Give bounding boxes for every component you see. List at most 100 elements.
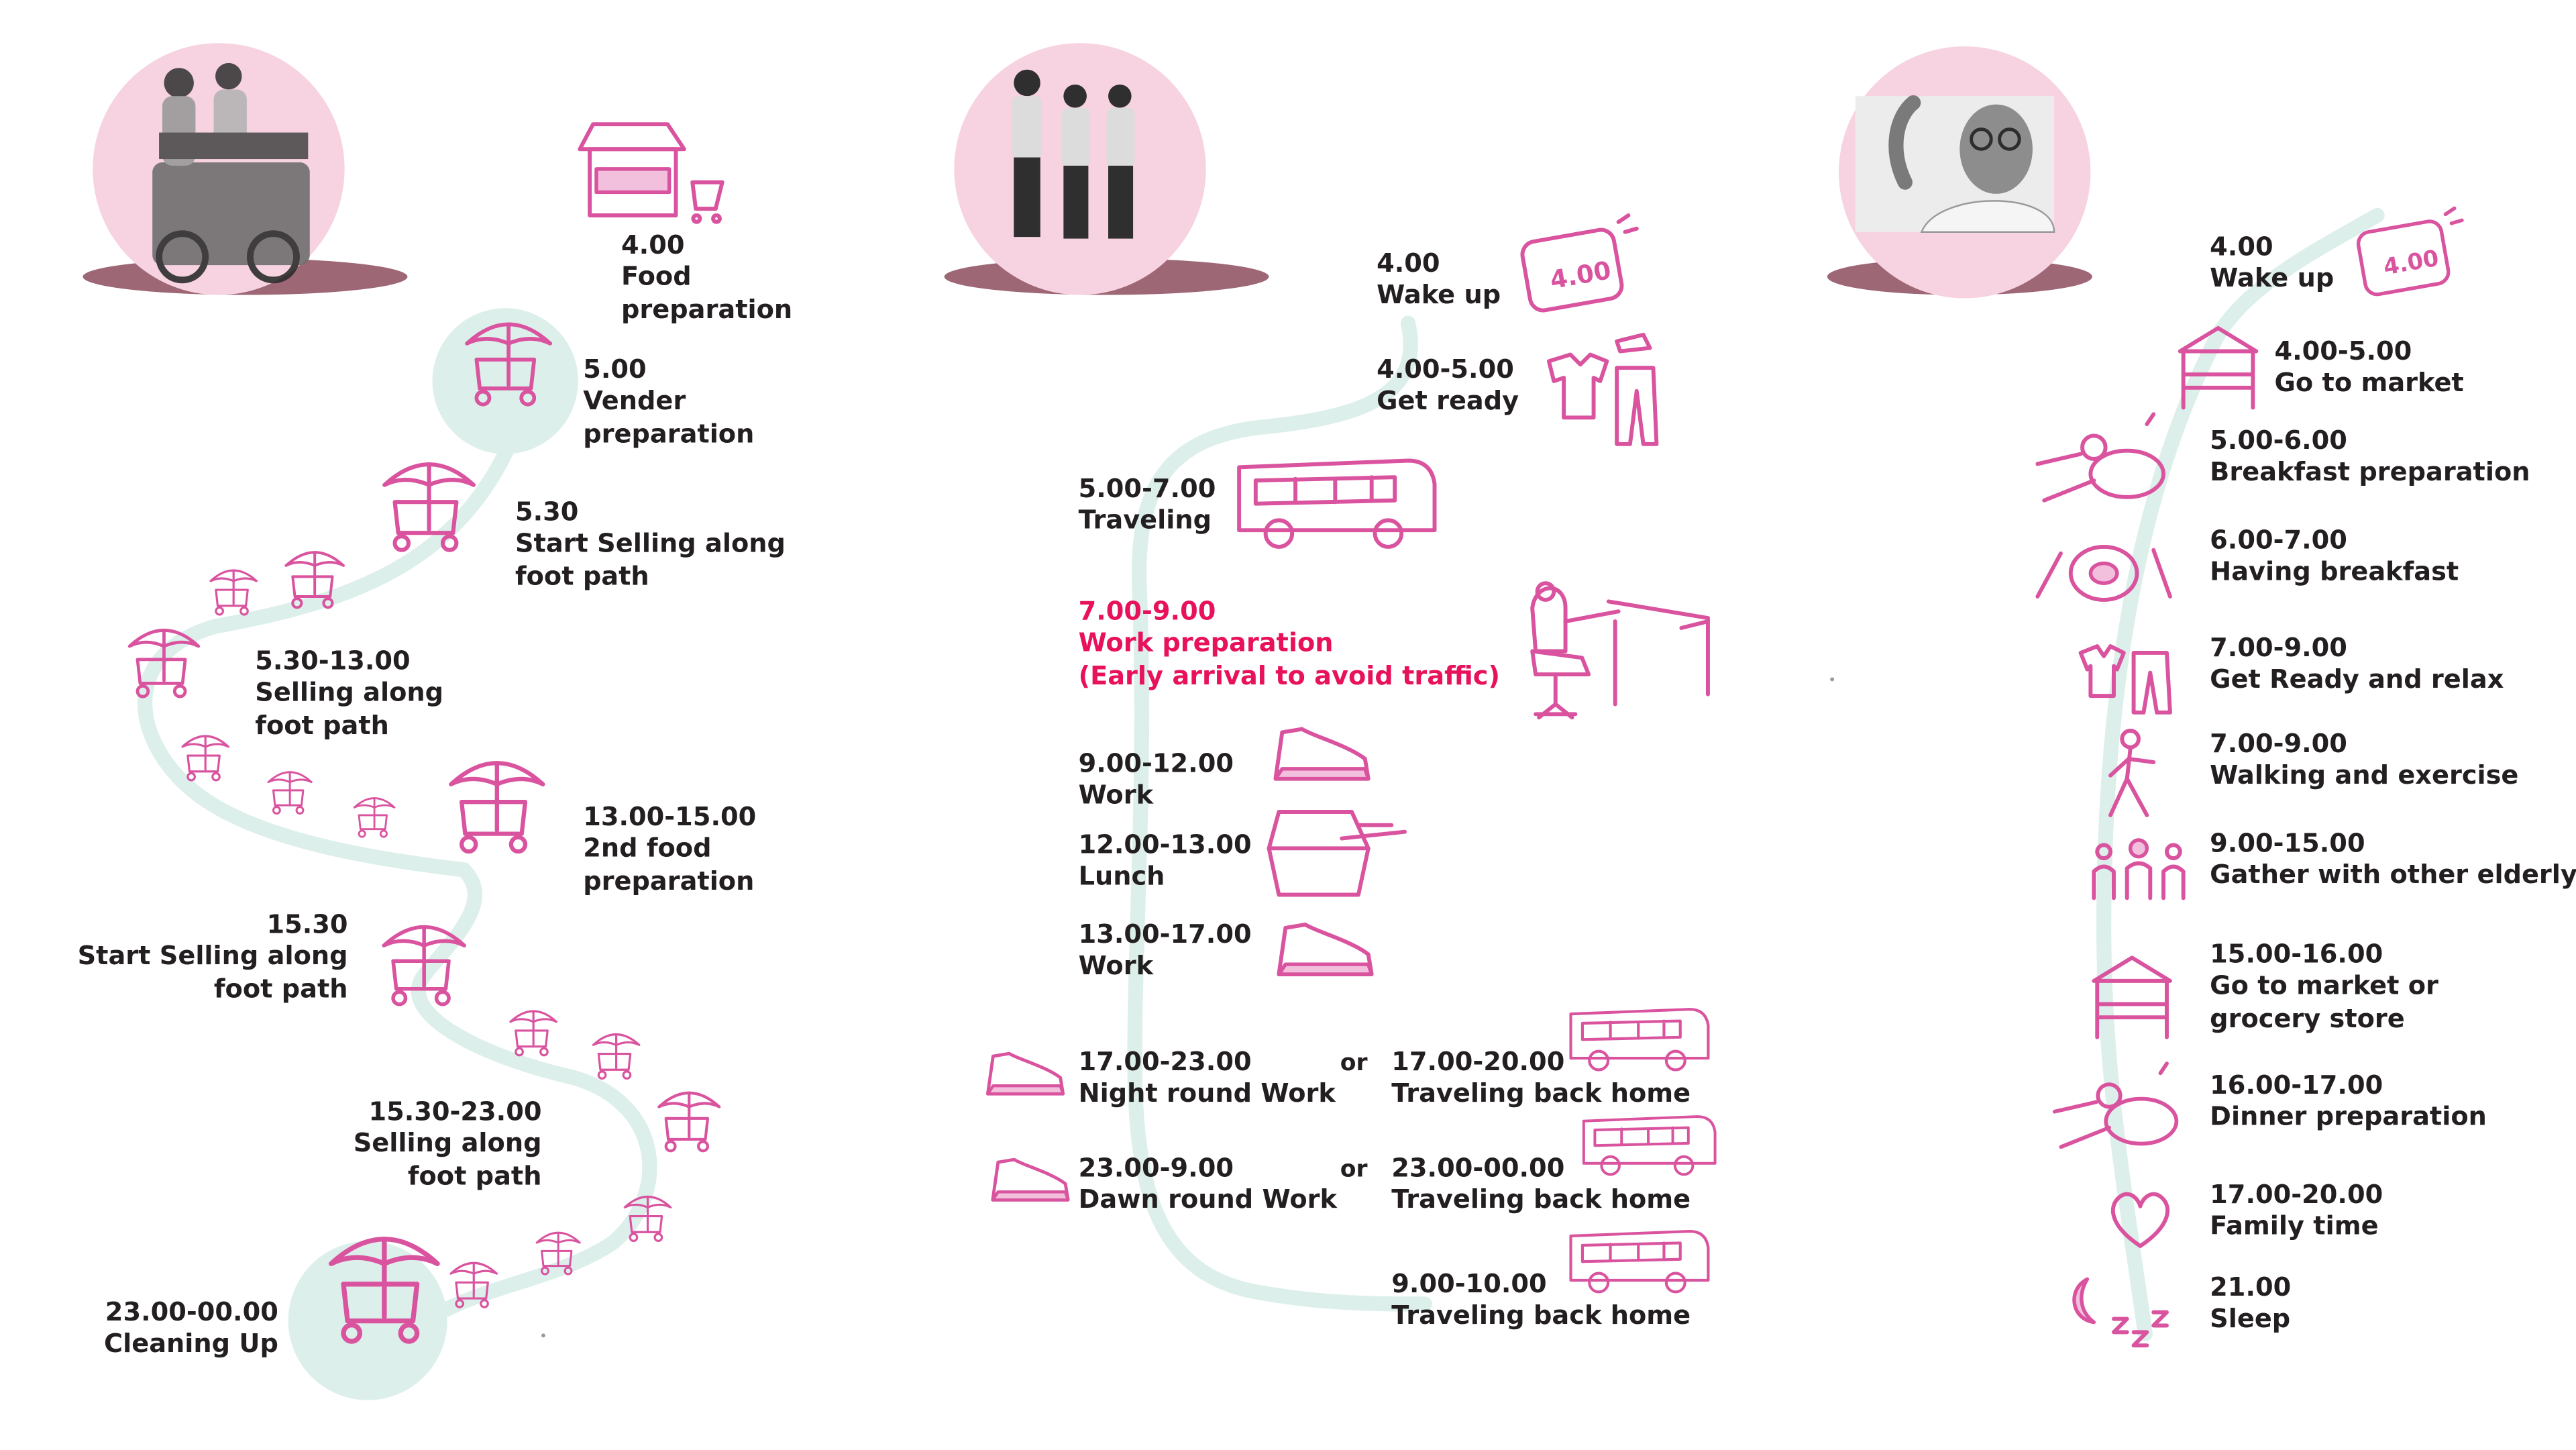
vendor-step-8-time: 23.00-00.00 <box>105 1297 278 1327</box>
elder-step-10-label: Family time <box>2210 1211 2379 1241</box>
cart-umbrella-icon <box>460 311 556 407</box>
cart-umbrella-icon <box>124 620 204 700</box>
guard-alt-2-or: or <box>1340 1156 1368 1184</box>
guard-alt-2-work-time: 23.00-9.00 <box>1078 1153 1234 1184</box>
guard-step-3-label: Traveling <box>1078 505 1212 535</box>
cart-umbrella-icon <box>654 1084 724 1153</box>
cart-umbrella-icon <box>378 915 470 1007</box>
guard-cap-icon <box>1269 723 1375 786</box>
alarm-clock-text: 4.00 <box>2381 245 2440 280</box>
market-stall-icon <box>2084 951 2180 1043</box>
elder-step-11-label: Sleep <box>2210 1304 2291 1334</box>
guard-step-1-label: Wake up <box>1377 280 1501 310</box>
elder-step-4-time: 6.00-7.00 <box>2210 525 2347 556</box>
bus-icon <box>1564 1223 1713 1296</box>
guard-step-6-time: 12.00-13.00 <box>1078 830 1252 860</box>
alarm-clock-text: 4.00 <box>1548 256 1613 295</box>
cart-umbrella-icon <box>444 749 550 855</box>
guard-cap-icon <box>987 1151 1073 1208</box>
elder-step-5-time: 7.00-9.00 <box>2210 633 2347 663</box>
guard-cap-icon <box>1272 918 1378 981</box>
guard-alt-1-or: or <box>1340 1050 1368 1078</box>
elder-step-7-label: Gather with other elderly <box>2210 860 2576 890</box>
guard-alt-1-work-label: Night round Work <box>1078 1078 1336 1109</box>
elder-step-2-time: 4.00-5.00 <box>2274 336 2412 366</box>
vendor-step-1-label: Food preparation <box>621 262 793 324</box>
security-guards-photo <box>1012 69 1135 239</box>
guard-step-3-time: 5.00-7.00 <box>1078 474 1216 504</box>
cart-umbrella-icon <box>207 564 260 617</box>
plate-icon <box>2028 540 2180 607</box>
elder-step-4-label: Having breakfast <box>2210 556 2459 587</box>
guard-step-4-label: Work preparation (Early arrival to avoid… <box>1078 627 1500 690</box>
elder-step-10-time: 17.00-20.00 <box>2210 1180 2383 1210</box>
alarm-clock-icon: 4.00 <box>1516 212 1640 315</box>
guard-step-7-label: Work <box>1078 951 1154 981</box>
heart-icon <box>2104 1186 2177 1253</box>
cart-umbrella-icon <box>282 543 348 610</box>
frying-pan-icon <box>2031 407 2176 510</box>
guard-step-6-label: Lunch <box>1078 862 1165 892</box>
guard-alt-1-work-time: 17.00-23.00 <box>1078 1047 1252 1078</box>
vendor-step-6-label: Start Selling along foot path <box>77 941 348 1004</box>
vendor-step-4-label: Selling along foot path <box>255 677 444 740</box>
cart-umbrella-icon <box>507 1004 560 1057</box>
closed-cart-icon <box>323 1223 446 1345</box>
lunchbox-icon <box>1259 802 1411 904</box>
elderly-man-photo <box>1855 95 2055 233</box>
guard-step-2-label: Get ready <box>1377 386 1519 416</box>
guard-step-4-time: 7.00-9.00 <box>1078 596 1216 627</box>
vendor-step-1-time: 4.00 <box>621 230 685 260</box>
elder-step-3-time: 5.00-6.00 <box>2210 425 2347 456</box>
vendor-step-3-time: 5.30 <box>515 497 579 527</box>
vendor-step-7-time: 15.30-23.00 <box>368 1096 542 1127</box>
elder-step-9-time: 16.00-17.00 <box>2210 1070 2383 1100</box>
guard-cap-icon <box>982 1045 1068 1102</box>
clothes-icon <box>2074 636 2177 716</box>
guard-alt-1-travel-time: 17.00-20.00 <box>1391 1047 1565 1078</box>
moon-sleep-icon <box>2064 1272 2187 1355</box>
market-stall-icon <box>2170 321 2266 414</box>
desk-icon <box>1516 572 1718 724</box>
vendor-step-5-time: 13.00-15.00 <box>583 802 757 832</box>
food-stall-icon <box>576 116 734 224</box>
guard-final-label: Traveling back home <box>1391 1300 1691 1331</box>
uniform-icon <box>1541 331 1670 451</box>
guard-step-1-time: 4.00 <box>1377 248 1440 278</box>
elder-step-11-time: 21.00 <box>2210 1272 2292 1302</box>
cart-umbrella-icon <box>378 451 480 554</box>
bus-icon <box>1577 1107 1719 1180</box>
guard-step-5-label: Work <box>1078 780 1154 811</box>
cart-umbrella-icon <box>447 1256 500 1309</box>
elder-step-3-label: Breakfast preparation <box>2210 457 2530 488</box>
cart-umbrella-icon <box>352 792 398 838</box>
cart-umbrella-icon <box>533 1226 583 1276</box>
cart-umbrella-icon <box>590 1027 643 1080</box>
alarm-clock-icon: 4.00 <box>2353 202 2465 301</box>
elder-step-6-label: Walking and exercise <box>2210 760 2519 790</box>
guard-step-2-time: 4.00-5.00 <box>1377 354 1514 384</box>
bus-icon <box>1564 1001 1713 1074</box>
elder-step-6-time: 7.00-9.00 <box>2210 729 2347 759</box>
guard-alt-2-travel-label: Traveling back home <box>1391 1184 1691 1215</box>
elder-step-9-label: Dinner preparation <box>2210 1102 2487 1132</box>
vendor-step-7-label: Selling along foot path <box>353 1128 542 1191</box>
frying-pan-icon <box>2047 1057 2190 1156</box>
street-vendors-photo <box>152 62 310 284</box>
elder-step-1-time: 4.00 <box>2210 231 2273 262</box>
elder-step-2-label: Go to market <box>2274 368 2464 398</box>
guard-final-time: 9.00-10.00 <box>1391 1269 1547 1300</box>
vendor-path-line <box>138 348 657 1316</box>
elder-step-1-label: Wake up <box>2210 263 2334 294</box>
cart-umbrella-icon <box>179 729 232 782</box>
cart-umbrella-icon <box>621 1190 674 1243</box>
elder-step-8-label: Go to market or grocery store <box>2210 971 2438 1033</box>
vendor-step-6-time: 15.30 <box>266 909 348 940</box>
elder-step-5-label: Get Ready and relax <box>2210 664 2504 694</box>
guard-step-7-time: 13.00-17.00 <box>1078 919 1252 949</box>
bus-icon <box>1229 451 1441 550</box>
guard-path-line <box>1127 315 1432 1312</box>
vendor-step-2-time: 5.00 <box>583 354 647 384</box>
